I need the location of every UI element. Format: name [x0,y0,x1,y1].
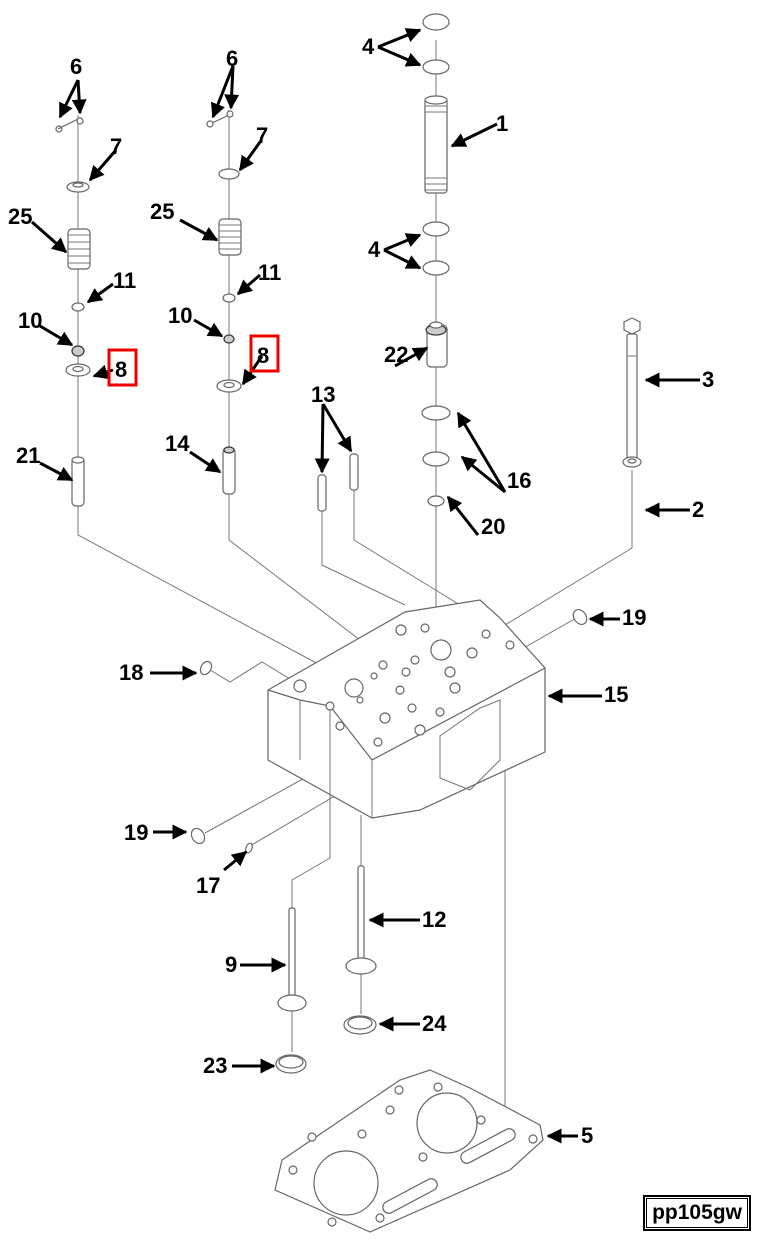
o-ring-19-bottom[interactable] [189,826,207,846]
valve-seat-insert-24[interactable] [343,1015,377,1035]
valve-seat-insert-23[interactable] [275,1054,307,1074]
exhaust-valve-part[interactable] [277,907,307,1012]
callout-9: 9 [225,952,237,977]
highlight-box-8-left [107,348,138,387]
head-bolt-part[interactable] [623,317,641,463]
head-holes [293,623,515,747]
head-gasket-part[interactable] [274,1069,544,1233]
callout-7-left: 7 [110,134,122,159]
callout-19-bottom: 19 [124,820,148,845]
valve-guide-part[interactable] [71,456,85,507]
injector-sleeve-stack [421,13,451,507]
o-ring-lower-2[interactable] [422,260,450,276]
callout-21: 21 [16,443,40,468]
callout-10-middle: 10 [168,303,192,328]
spring-seat-part-b[interactable] [222,293,236,303]
seal-ring-16b[interactable] [422,451,450,467]
o-ring-18[interactable] [198,659,214,676]
callout-15: 15 [604,682,628,707]
valve-spring-part-b[interactable] [218,218,242,256]
callout-11-left: 11 [113,268,136,293]
callout-14: 14 [165,431,190,456]
o-ring-lower-1[interactable] [422,221,450,237]
callout-11-middle: 11 [258,260,281,285]
callout-25-left: 25 [8,204,32,229]
callout-18: 18 [119,660,143,685]
callout-22: 22 [384,342,408,367]
callout-13: 13 [311,382,335,407]
callout-10-left: 10 [18,308,42,333]
valve-spring-part[interactable] [67,228,91,270]
o-ring-19-top[interactable] [570,607,589,627]
figure-reference-code: pp105gw [643,1195,751,1231]
spring-washer-part[interactable] [65,363,91,377]
valve-keepers-part[interactable] [55,117,84,133]
callout-2: 2 [692,497,704,522]
valve-guide-part-b[interactable] [222,446,236,495]
spring-retainer-part[interactable] [66,181,90,193]
callout-arrows [31,28,700,1144]
callout-6-left: 6 [70,54,82,79]
injector-sleeve-part[interactable] [424,95,448,194]
valve-keepers-part-b[interactable] [206,110,234,128]
o-ring-top-1[interactable] [422,13,450,31]
cylinder-head-part[interactable] [267,599,546,819]
o-ring-20[interactable] [427,495,445,507]
valve-seal-part-b[interactable] [223,334,235,344]
callout-4-top: 4 [362,34,375,59]
callout-7-middle: 7 [256,123,268,148]
washer-part[interactable] [622,456,642,468]
callout-8-left: 8 [115,357,127,382]
o-ring-top-2[interactable] [422,59,450,75]
dowel-pins[interactable] [317,453,359,512]
callout-25-middle: 25 [150,199,174,224]
spring-washer-part-b[interactable] [216,379,242,393]
callout-20: 20 [481,514,505,539]
spring-retainer-part-b[interactable] [218,168,240,180]
intake-valve-part[interactable] [345,865,377,975]
callout-8-middle: 8 [257,343,269,368]
valve-stack-middle [206,110,242,495]
callout-23: 23 [203,1053,227,1078]
callout-19-top: 19 [622,605,646,630]
callout-12: 12 [422,907,446,932]
callout-6-middle: 6 [226,46,238,71]
callout-4-lower: 4 [368,237,381,262]
callout-labels: 6 7 25 11 10 8 21 6 7 25 11 10 8 14 13 4… [8,34,714,1148]
callout-3: 3 [702,367,714,392]
o-ring-17[interactable] [244,842,253,854]
injector-adapter-part[interactable] [425,321,448,368]
callout-5: 5 [581,1123,593,1148]
valve-stack-left [55,117,91,507]
highlight-box-8-middle [249,334,280,373]
spring-seat-part[interactable] [71,302,85,312]
seal-ring-16a[interactable] [421,405,451,421]
valve-seal-part[interactable] [71,345,85,357]
callout-24: 24 [422,1011,447,1036]
callout-1: 1 [496,111,508,136]
callout-16: 16 [507,468,531,493]
callout-17: 17 [196,873,220,898]
